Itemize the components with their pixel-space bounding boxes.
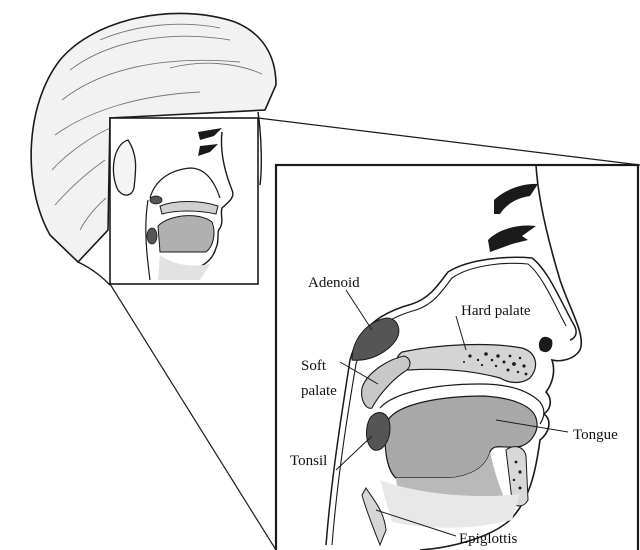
neck-outline — [78, 262, 110, 285]
label-tonsil: Tonsil — [290, 453, 327, 469]
large-inset: Adenoid Hard palate Soft palate Tongue T… — [276, 165, 638, 550]
small-tonsil — [147, 228, 157, 244]
label-epiglottis: Epiglottis — [459, 531, 518, 547]
label-hard-palate: Hard palate — [461, 303, 531, 319]
label-tongue: Tongue — [573, 427, 618, 443]
small-inset — [110, 118, 258, 284]
small-adenoid — [150, 196, 162, 204]
label-soft-palate-line2: palate — [301, 383, 337, 399]
zoom-line-top — [258, 118, 640, 165]
label-adenoid: Adenoid — [308, 275, 360, 291]
zoom-line-bottom — [110, 284, 276, 550]
small-tongue — [158, 216, 214, 252]
label-soft-palate-line1: Soft — [301, 358, 327, 374]
